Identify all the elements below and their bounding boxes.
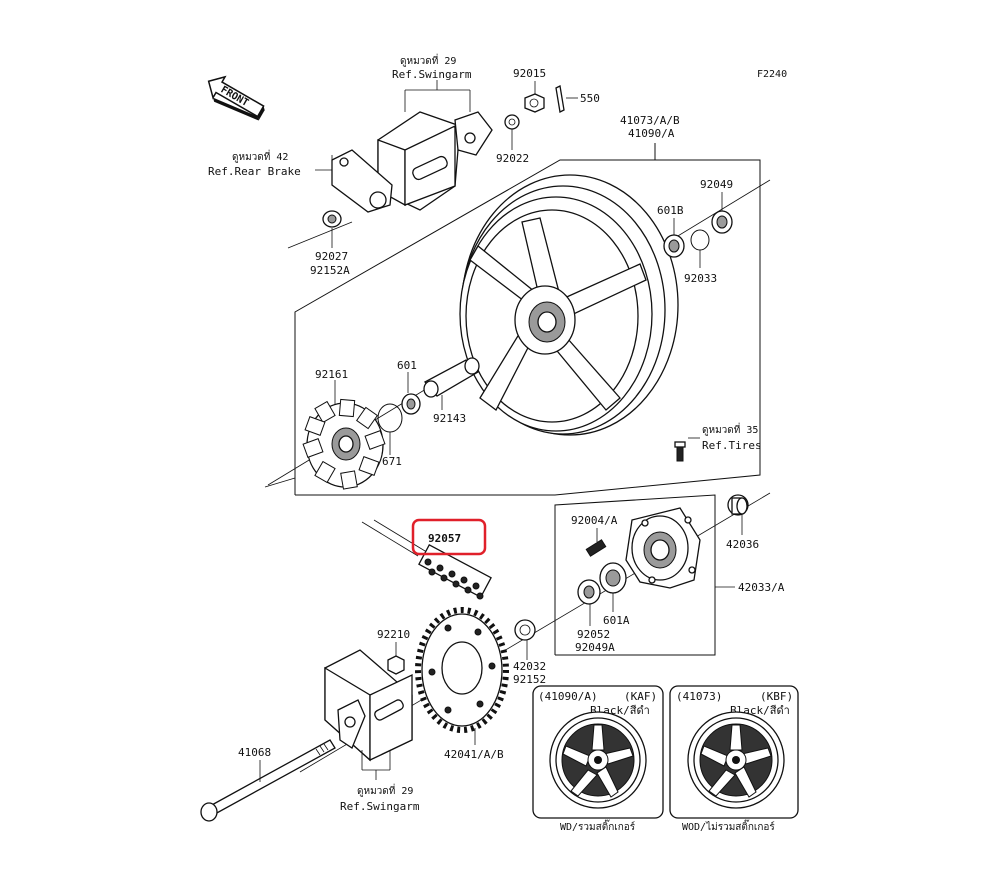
- spacer-92143: [423, 357, 480, 398]
- highlight-box-92057: [411, 518, 487, 556]
- nut-92210: [387, 655, 405, 675]
- ref-swingarm-top-th: ดูหมวดที่ 29: [400, 53, 456, 67]
- label-42033: 42033/A: [738, 581, 785, 594]
- label-92033: 92033: [684, 272, 717, 285]
- collar-42036: [727, 494, 749, 516]
- damper-92161: [302, 398, 386, 490]
- rear-sprocket-42041: [415, 607, 509, 733]
- variant-2-note: WOD/ไม่รวมสติ๊กเกอร์: [682, 819, 775, 833]
- bearing-601b: [663, 234, 685, 258]
- ref-tires-th: ดูหมวดที่ 35: [702, 422, 758, 436]
- ref-swingarm-top: Ref.Swingarm: [392, 68, 472, 81]
- label-92057[interactable]: 92057: [428, 532, 461, 545]
- seal-92049a: [577, 579, 601, 605]
- rear-axle-41068: [200, 739, 336, 822]
- cotter-pin-550: [555, 85, 565, 113]
- rear-wheel-41073: [459, 174, 679, 436]
- label-601b: 601B: [657, 204, 684, 217]
- nut-92015: [524, 93, 545, 113]
- label-92052: 92052: [577, 628, 610, 641]
- ref-tires: Ref.Tires: [702, 439, 762, 452]
- bearing-601a: [599, 562, 627, 594]
- coupling-42033: [625, 507, 701, 589]
- collar-42032: [514, 619, 536, 641]
- label-41090: 41090/A: [628, 127, 675, 140]
- seal-92049: [711, 210, 733, 234]
- label-92210: 92210: [377, 628, 410, 641]
- swingarm-bracket-bottom: [324, 649, 413, 762]
- label-92015: 92015: [513, 67, 546, 80]
- bearing-601: [401, 393, 421, 415]
- variant-1-part: (41090/A): [538, 690, 598, 703]
- brake-centerline: [287, 221, 353, 249]
- label-601a: 601A: [603, 614, 630, 627]
- coupling-frame: [554, 494, 716, 656]
- label-92143: 92143: [433, 412, 466, 425]
- stud-92004: [585, 539, 607, 557]
- drive-chain-92057: [361, 519, 492, 600]
- tire-valve: [674, 441, 686, 462]
- variant-box-2: (41073) (KBF) Black/สีดำ WOD/ไม่รวมสติ๊ก…: [669, 685, 799, 833]
- label-92049: 92049: [700, 178, 733, 191]
- variant-2-part: (41073): [676, 690, 722, 703]
- variant-box-1: (41090/A) (KAF) Black/สีดำ WD/รวมสติ๊กเก…: [532, 685, 664, 833]
- label-92152: 92152: [513, 673, 546, 686]
- label-42032: 42032: [513, 660, 546, 673]
- ref-brake-th: ดูหมวดที่ 42: [232, 149, 288, 163]
- label-42036: 42036: [726, 538, 759, 551]
- label-92049a: 92049A: [575, 641, 615, 654]
- variant-1-note: WD/รวมสติ๊กเกอร์: [560, 819, 636, 833]
- brake-caliper-bracket: [331, 149, 393, 213]
- label-601: 601: [397, 359, 417, 372]
- ref-brake: Ref.Rear Brake: [208, 165, 301, 178]
- ref-swingarm-bot: Ref.Swingarm: [340, 800, 420, 813]
- swingarm-bracket-top: [377, 111, 493, 211]
- ref-swingarm-bot-th: ดูหมวดที่ 29: [357, 783, 413, 797]
- diagram-code: F2240: [757, 69, 787, 80]
- label-42041: 42041/A/B: [444, 748, 504, 761]
- washer-92022: [504, 114, 520, 130]
- front-arrow-icon: FRONT: [207, 75, 265, 121]
- label-92152a: 92152A: [310, 264, 350, 277]
- label-550: 550: [580, 92, 600, 105]
- circlip-92033: [690, 229, 710, 251]
- wheel-assembly-frame: [264, 143, 761, 496]
- label-92022: 92022: [496, 152, 529, 165]
- variant-1-wheel-icon: [549, 711, 647, 809]
- variant-2-code: (KBF): [760, 690, 793, 703]
- label-92004: 92004/A: [571, 514, 618, 527]
- collar-92027: [322, 210, 342, 228]
- label-92027: 92027: [315, 250, 348, 263]
- label-92161: 92161: [315, 368, 348, 381]
- variant-2-wheel-icon: [687, 711, 785, 809]
- label-41068: 41068: [238, 746, 271, 759]
- o-ring-671: [377, 403, 403, 433]
- variant-1-code: (KAF): [624, 690, 657, 703]
- label-41073: 41073/A/B: [620, 114, 680, 127]
- label-671: 671: [382, 455, 402, 468]
